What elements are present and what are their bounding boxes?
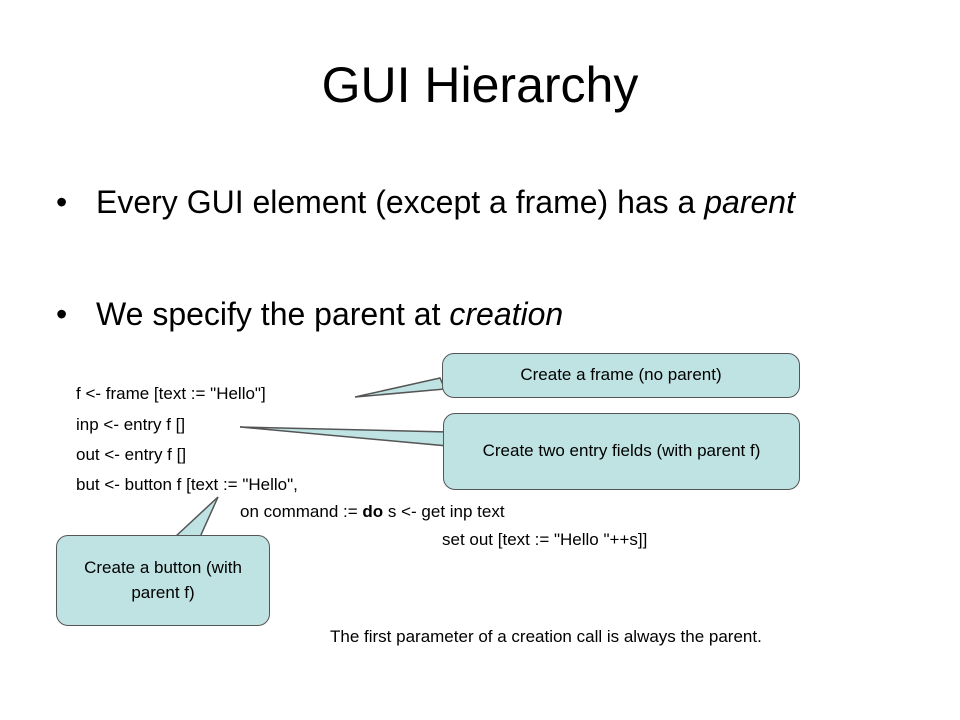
code-line-3: out <- entry f [] [76, 445, 187, 464]
code-text: s <- get inp text [383, 502, 505, 521]
footnote: The first parameter of a creation call i… [330, 627, 762, 646]
callout-tail-frame [354, 377, 447, 398]
bullet-emphasis: parent [704, 184, 795, 220]
bullet-text: Every GUI element (except a frame) has a [96, 184, 705, 220]
bullet-dot: • [56, 184, 68, 220]
bullet-item-1: • Every GUI element (except a frame) has… [56, 178, 926, 226]
code-keyword: do [362, 502, 384, 521]
callout-tail-entries [239, 426, 449, 447]
callout-tail-button [173, 496, 219, 538]
code-line-5: on command := do s <- get inp text [240, 503, 505, 520]
bullet-dot: • [56, 296, 68, 332]
code-text: on command := [240, 502, 363, 521]
callout-button: Create a button (with parent f) [56, 535, 270, 626]
bullet-item-2: • We specify the parent at creation [56, 290, 926, 338]
callout-entries: Create two entry fields (with parent f) [443, 413, 800, 490]
bullet-text: We specify the parent at [96, 296, 450, 332]
slide-title: GUI Hierarchy [321, 57, 639, 113]
bullet-emphasis: creation [449, 296, 564, 332]
callout-frame: Create a frame (no parent) [442, 353, 800, 398]
code-line-4: but <- button f [text := "Hello", [76, 475, 298, 494]
code-line-2: inp <- entry f [] [76, 415, 186, 434]
code-line-6: set out [text := "Hello "++s]] [442, 530, 648, 549]
code-line-1: f <- frame [text := "Hello"] [76, 384, 266, 403]
